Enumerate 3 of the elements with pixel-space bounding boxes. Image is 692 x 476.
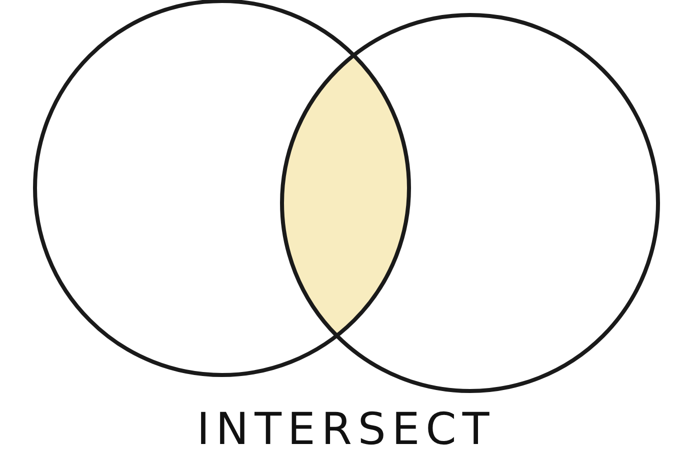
circle-outline — [33, 0, 411, 377]
caption: INTERSECT — [196, 404, 496, 455]
circle-outline — [280, 13, 660, 393]
